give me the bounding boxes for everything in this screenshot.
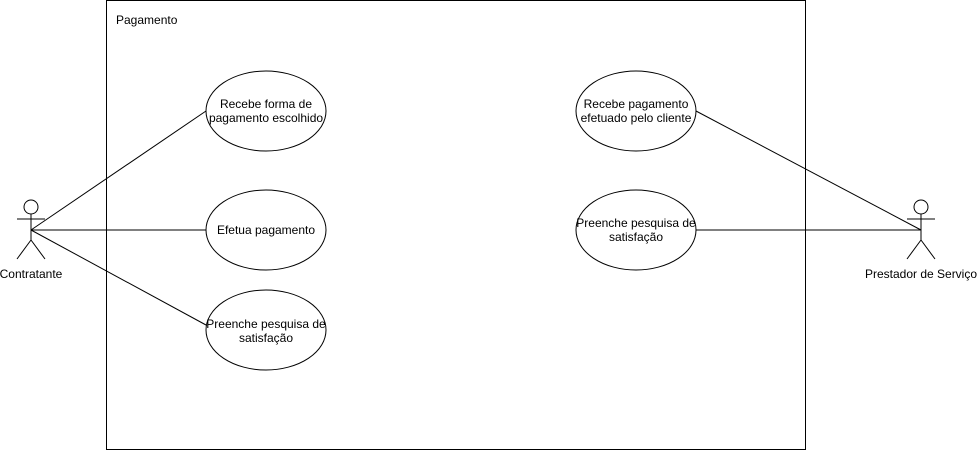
use-case-pesquisa-satisfacao-contratante[interactable]: Preenche pesquisa de satisfação <box>205 289 327 371</box>
actor-label-contratante: Contratante <box>0 267 63 281</box>
use-case-label: Recebe forma de <box>220 97 312 111</box>
use-case-recebe-forma-pagamento[interactable]: Recebe forma de pagamento escolhido <box>205 70 327 152</box>
assoc-prestador-uc4 <box>695 110 922 231</box>
use-case-label: Preenche pesquisa de <box>206 317 326 331</box>
use-case-label: Preenche pesquisa de <box>576 216 696 230</box>
actor-head <box>913 199 929 215</box>
system-title: Pagamento <box>116 13 178 27</box>
assoc-contratante-uc3 <box>30 229 207 326</box>
use-case-label: Efetua pagamento <box>217 223 315 237</box>
actor-head <box>23 199 39 215</box>
use-case-pesquisa-satisfacao-prestador[interactable]: Preenche pesquisa de satisfação <box>575 189 697 271</box>
use-case-label: satisfação <box>609 230 663 244</box>
actor-label-prestador: Prestador de Serviço <box>865 267 977 281</box>
use-case-recebe-pagamento[interactable]: Recebe pagamento efetuado pelo cliente <box>575 70 697 152</box>
actor-contratante[interactable] <box>16 199 46 260</box>
use-case-label: efetuado pelo cliente <box>581 111 692 125</box>
use-case-label: pagamento escolhido <box>209 111 323 125</box>
actor-prestador[interactable] <box>906 199 936 260</box>
assoc-contratante-uc1 <box>30 110 207 231</box>
use-case-label: Recebe pagamento <box>584 97 689 111</box>
use-case-label: satisfação <box>239 331 293 345</box>
use-case-efetua-pagamento[interactable]: Efetua pagamento <box>205 189 327 271</box>
